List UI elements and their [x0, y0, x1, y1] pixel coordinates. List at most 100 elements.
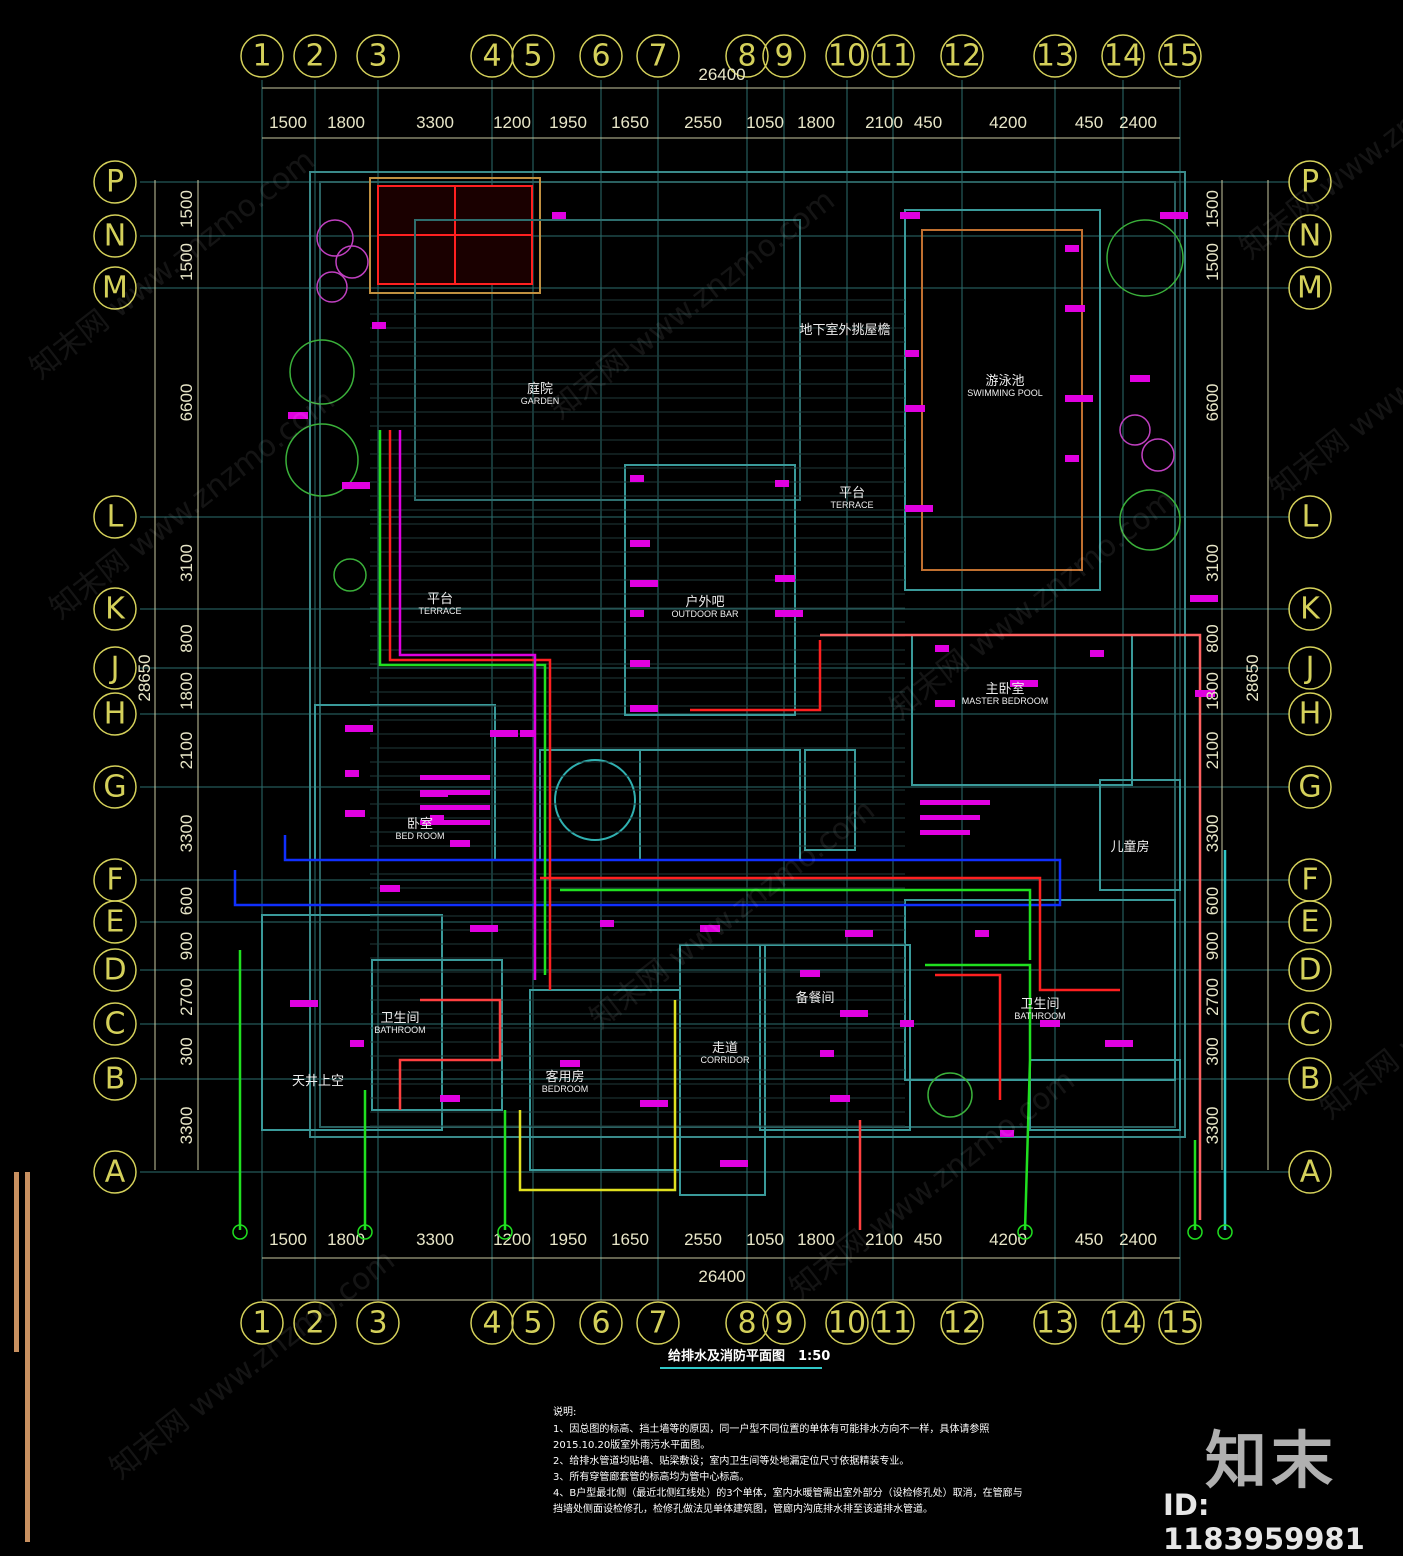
column-axis-9-top: 9: [762, 34, 806, 78]
tag-mark: [288, 412, 308, 419]
note-line: 3、所有穿管廊套管的标高均为管中心标高。: [553, 1470, 749, 1483]
tag-mark: [440, 1095, 460, 1102]
dim-left: 900: [177, 932, 196, 960]
tag-mark: [840, 1010, 868, 1017]
tag-mark: [700, 925, 720, 932]
row-axis-K-right: K: [1288, 587, 1332, 631]
svg-text:14: 14: [1104, 1306, 1142, 1341]
column-axis-10-bottom: 10: [825, 1301, 869, 1345]
svg-text:5: 5: [523, 39, 542, 74]
drawing-title: 给排水及消防平面图 1:50: [668, 1348, 830, 1364]
column-axis-9-bottom: 9: [762, 1301, 806, 1345]
column-axis-11-top: 11: [871, 34, 915, 78]
svg-text:14: 14: [1104, 39, 1142, 74]
dim-top: 1200: [493, 113, 531, 132]
tag-mark: [820, 1050, 834, 1057]
column-axis-2-top: 2: [293, 34, 337, 78]
dim-top: 1650: [611, 113, 649, 132]
dim-right: 800: [1203, 624, 1222, 652]
tag-mark: [845, 930, 873, 937]
dim-top: 1800: [797, 113, 835, 132]
dim-bottom: 2100: [865, 1230, 903, 1249]
svg-text:客用房: 客用房: [545, 1069, 584, 1084]
svg-text:5: 5: [523, 1306, 542, 1341]
column-axis-14-top: 14: [1101, 34, 1145, 78]
brand-logo-text: 知末: [1205, 1424, 1338, 1497]
tag-mark: [490, 730, 518, 737]
svg-text:C: C: [105, 1007, 126, 1042]
dim-top: 2400: [1119, 113, 1157, 132]
svg-text:7: 7: [648, 1306, 667, 1341]
tag-mark: [1190, 595, 1218, 602]
svg-text:N: N: [104, 219, 126, 254]
row-axis-D-left: D: [93, 948, 137, 992]
svg-text:12: 12: [943, 1306, 981, 1341]
svg-text:BATHROOM: BATHROOM: [374, 1025, 425, 1035]
tag-bar: [420, 775, 490, 780]
total-height-right: 28650: [1243, 654, 1262, 701]
right-dimension-texts: 1500150066003100800180021003300600900270…: [1203, 190, 1222, 1144]
dim-left: 2100: [177, 732, 196, 770]
note-line: 2、给排水管道均贴墙、贴梁敷设；室内卫生间等处地漏定位尺寸依据精装专业。: [553, 1454, 909, 1467]
row-axis-C-left: C: [93, 1002, 137, 1046]
row-axis-E-left: E: [93, 900, 137, 944]
notes-list: 1、因总图的标高、挡土墙等的原因，同一户型不同位置的单体有可能排水方向不一样，具…: [553, 1422, 1023, 1515]
svg-text:TERRACE: TERRACE: [418, 606, 461, 616]
column-axis-7-bottom: 7: [636, 1301, 680, 1345]
column-axis-4-bottom: 4: [470, 1301, 514, 1345]
dim-bottom: 2550: [684, 1230, 722, 1249]
row-axis-E-right: E: [1288, 900, 1332, 944]
svg-text:G: G: [103, 770, 126, 805]
building-walls: [261, 171, 1186, 1196]
svg-text:P: P: [106, 165, 124, 200]
column-axis-8-bottom: 8: [725, 1301, 769, 1345]
total-width-bottom: 26400: [698, 1267, 745, 1286]
tag-mark: [345, 725, 373, 732]
dim-top: 450: [1075, 113, 1103, 132]
svg-text:J: J: [1304, 651, 1315, 686]
svg-text:BEDROOM: BEDROOM: [542, 1084, 589, 1094]
svg-text:主卧室: 主卧室: [985, 681, 1024, 696]
row-axis-J-right: J: [1288, 646, 1332, 690]
column-axis-7-top: 7: [636, 34, 680, 78]
dim-bottom: 1650: [611, 1230, 649, 1249]
dim-left: 3300: [177, 1107, 196, 1145]
svg-text:9: 9: [774, 1306, 793, 1341]
svg-text:庭院: 庭院: [527, 381, 553, 396]
tag-mark: [900, 1020, 914, 1027]
note-line: 2015.10.20版室外雨污水平面图。: [553, 1438, 710, 1451]
row-axis-A-right: A: [1288, 1150, 1332, 1194]
column-axis-1-bottom: 1: [240, 1301, 284, 1345]
svg-text:L: L: [1302, 500, 1319, 535]
svg-text:卫生间: 卫生间: [380, 1010, 419, 1025]
svg-text:6: 6: [591, 39, 610, 74]
tag-mark: [1065, 245, 1079, 252]
svg-text:F: F: [1301, 863, 1318, 898]
tag-bar: [420, 790, 490, 795]
svg-text:地下室外挑屋檐: 地下室外挑屋檐: [799, 322, 890, 337]
row-axis-L-right: L: [1288, 495, 1332, 539]
dim-top: 1950: [549, 113, 587, 132]
tag-mark: [630, 610, 644, 617]
tag-mark: [1130, 375, 1150, 382]
dim-top: 450: [914, 113, 942, 132]
column-axis-8-top: 8: [725, 34, 769, 78]
tag-mark: [1160, 212, 1188, 219]
tag-mark: [520, 730, 534, 737]
svg-text:4: 4: [482, 1306, 501, 1341]
dim-top: 4200: [989, 113, 1027, 132]
tag-mark: [905, 350, 919, 357]
column-axis-5-bottom: 5: [511, 1301, 555, 1345]
svg-text:A: A: [1300, 1155, 1321, 1190]
tag-mark: [800, 970, 820, 977]
dim-right: 2100: [1203, 732, 1222, 770]
dim-right: 600: [1203, 887, 1222, 915]
svg-text:平台: 平台: [427, 591, 453, 606]
svg-text:L: L: [107, 500, 124, 535]
row-axis-P-right: P: [1288, 160, 1332, 204]
